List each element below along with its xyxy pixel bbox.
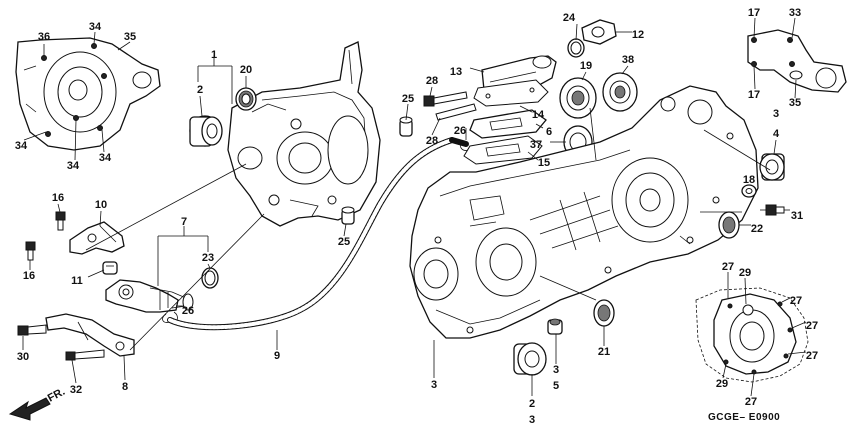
bearing-38 [602,72,638,112]
callout-c14: 14 [532,109,545,121]
left-crankcase-half [227,41,381,227]
callout-c21: 21 [598,346,610,358]
callout-c27e: 27 [745,396,757,408]
callout-c10: 10 [95,199,107,211]
callout-c5: 5 [553,380,559,392]
callout-c7: 7 [181,216,187,228]
callout-c20: 20 [240,64,252,76]
oil-seal-22 [718,211,740,239]
reed-plate-6 [469,109,547,139]
callout-c35b: 35 [789,97,801,109]
callout-c16b: 16 [23,270,35,282]
callout-c27d: 27 [806,350,818,362]
o-ring-24 [567,38,585,58]
callout-c32: 32 [70,384,82,396]
callout-c38: 38 [622,54,634,66]
callout-c15: 15 [538,157,550,169]
cap-12 [581,19,617,45]
callout-c3b: 3 [553,364,559,376]
callout-c37: 37 [530,139,542,151]
front-arrow-label: FR. [46,386,67,405]
oil-seal-20 [235,87,257,111]
callout-c28b: 28 [426,135,438,147]
leader-lines [22,17,807,397]
bolt-28-upper [423,91,468,107]
callout-c6: 6 [546,126,552,138]
left-side-cover [15,37,161,151]
right-crankcase-half [409,85,759,339]
bearing-4 [759,153,785,181]
callout-c16a: 16 [52,192,64,204]
oil-seal-21 [593,299,615,327]
side-cover-29 [713,293,797,375]
pump-assembly-7 [105,279,194,313]
callout-c8: 8 [122,381,128,393]
gasket-15 [463,135,543,165]
clip-26-right [460,141,469,151]
bracket-10 [69,221,125,255]
callout-c33: 33 [789,7,801,19]
callout-c26b: 26 [454,125,466,137]
breather-hose-9 [167,137,469,331]
bolt-28-lower [435,103,477,121]
callout-c2b: 2 [529,398,535,410]
callout-c34c: 34 [67,160,80,172]
callout-c3c: 3 [431,379,437,391]
callout-c23: 23 [202,252,214,264]
callout-c4: 4 [773,128,780,140]
bolt-16-lower [25,241,36,261]
callout-c3d: 3 [529,414,535,426]
callout-c27b: 27 [790,295,802,307]
callout-c25a: 25 [402,93,414,105]
bolt-31 [760,204,785,216]
intake-elbow-33 [747,29,847,93]
callout-c34b: 34 [15,140,28,152]
bearing-19 [559,77,597,119]
figure-code: GCGE– E0900 [708,412,780,423]
callout-c36: 36 [38,31,50,43]
clamp-11 [102,261,118,275]
bolt-30 [17,324,47,336]
callout-c12: 12 [632,29,644,41]
collar-3-5 [547,318,563,335]
callout-c18: 18 [743,174,755,186]
callout-c28a: 28 [426,75,438,87]
callout-c29b: 29 [716,378,728,390]
callout-c34d: 34 [99,152,112,164]
callout-c31: 31 [791,210,803,222]
callout-c35a: 35 [124,31,136,43]
cover-gasket-27 [695,287,809,383]
callout-c24: 24 [563,12,576,24]
callout-c13: 13 [450,66,462,78]
bolt-32 [65,349,105,361]
callout-c17a: 17 [748,7,760,19]
bolt-16-upper [55,211,66,231]
callout-c22: 22 [751,223,763,235]
callout-c11: 11 [71,275,83,287]
callout-c3a: 3 [773,108,779,120]
callout-c29a: 29 [739,267,751,279]
callout-c19: 19 [580,60,592,72]
callout-c34a: 34 [89,21,102,33]
washer-18 [741,184,757,198]
callout-c1: 1 [211,49,217,61]
bearing-2-left [189,115,223,147]
callout-c2a: 2 [197,84,203,96]
callout-c26a: 26 [182,305,194,317]
callout-c17b: 17 [748,89,760,101]
dowel-pin-25-lower [341,206,355,225]
callout-c9: 9 [274,350,280,362]
callout-c30: 30 [17,351,29,363]
callout-c27a: 27 [722,261,734,273]
reed-gasket-14 [473,79,549,107]
o-ring-23 [201,267,219,289]
callout-c27c: 27 [806,320,818,332]
callout-c25b: 25 [338,236,350,248]
bearing-2-right [513,342,547,376]
front-direction-arrow: FR. [8,386,67,421]
link-arm-8 [45,313,135,357]
